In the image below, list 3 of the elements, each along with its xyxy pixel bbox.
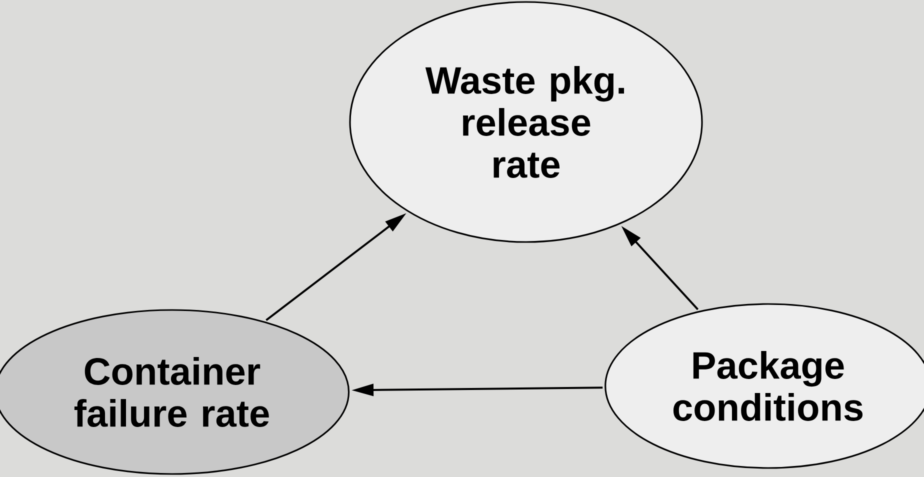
ellipse-node: Container failure rate: [0, 309, 350, 475]
ellipse-node: Waste pkg. release rate: [349, 1, 703, 243]
ellipse-node: Package conditions: [604, 303, 924, 469]
